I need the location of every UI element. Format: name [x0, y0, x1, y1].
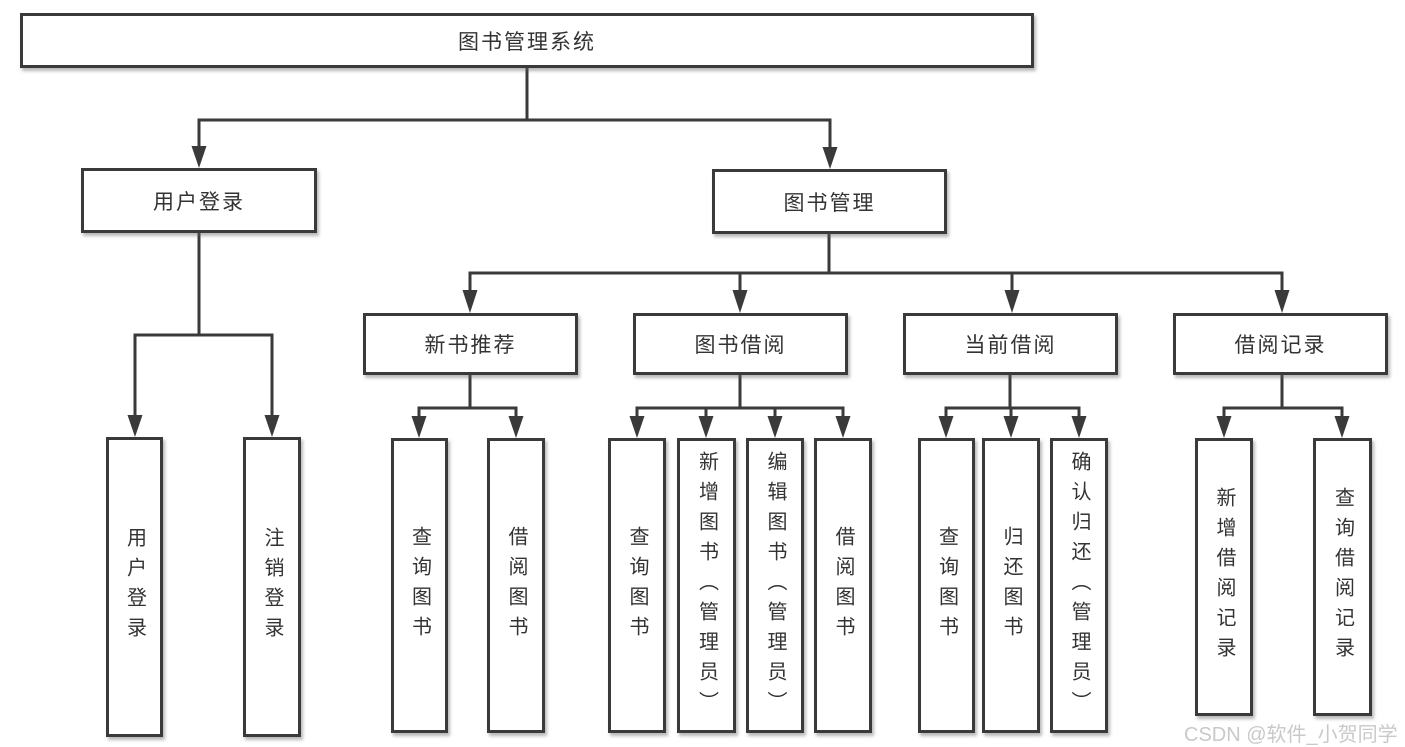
node-user-login-branch: 用户登录: [81, 168, 317, 233]
leaf-nbr-query-books: 查询图书: [391, 438, 448, 733]
node-borrowing-records: 借阅记录: [1173, 313, 1388, 375]
leaf-nbr-borrow-books: 借阅图书: [487, 438, 545, 733]
leaf-br-add-borrow-record: 新增借阅记录: [1195, 438, 1253, 716]
leaf-cb-query-books: 查询图书: [918, 438, 975, 733]
leaf-logout: 注销登录: [243, 437, 301, 737]
leaf-bb-add-books-admin: 新增图书（管理员）: [677, 438, 736, 733]
csdn-watermark: CSDN @软件_小贺同学: [1184, 724, 1398, 746]
node-book-management-branch: 图书管理: [712, 169, 947, 234]
leaf-bb-edit-books-admin: 编辑图书（管理员）: [746, 438, 804, 733]
leaf-cb-confirm-return-admin: 确认归还（管理员）: [1050, 438, 1108, 733]
leaf-br-query-borrow-record: 查询借阅记录: [1313, 438, 1372, 716]
leaf-user-login: 用户登录: [106, 437, 163, 737]
leaf-bb-borrow-books: 借阅图书: [814, 438, 872, 733]
node-book-borrowing: 图书借阅: [633, 313, 848, 375]
node-current-borrowing: 当前借阅: [903, 313, 1118, 375]
leaf-bb-query-books: 查询图书: [608, 438, 666, 733]
node-new-book-recommendation: 新书推荐: [363, 313, 578, 375]
leaf-cb-return-books: 归还图书: [982, 438, 1040, 733]
node-library-management-system: 图书管理系统: [20, 13, 1034, 68]
